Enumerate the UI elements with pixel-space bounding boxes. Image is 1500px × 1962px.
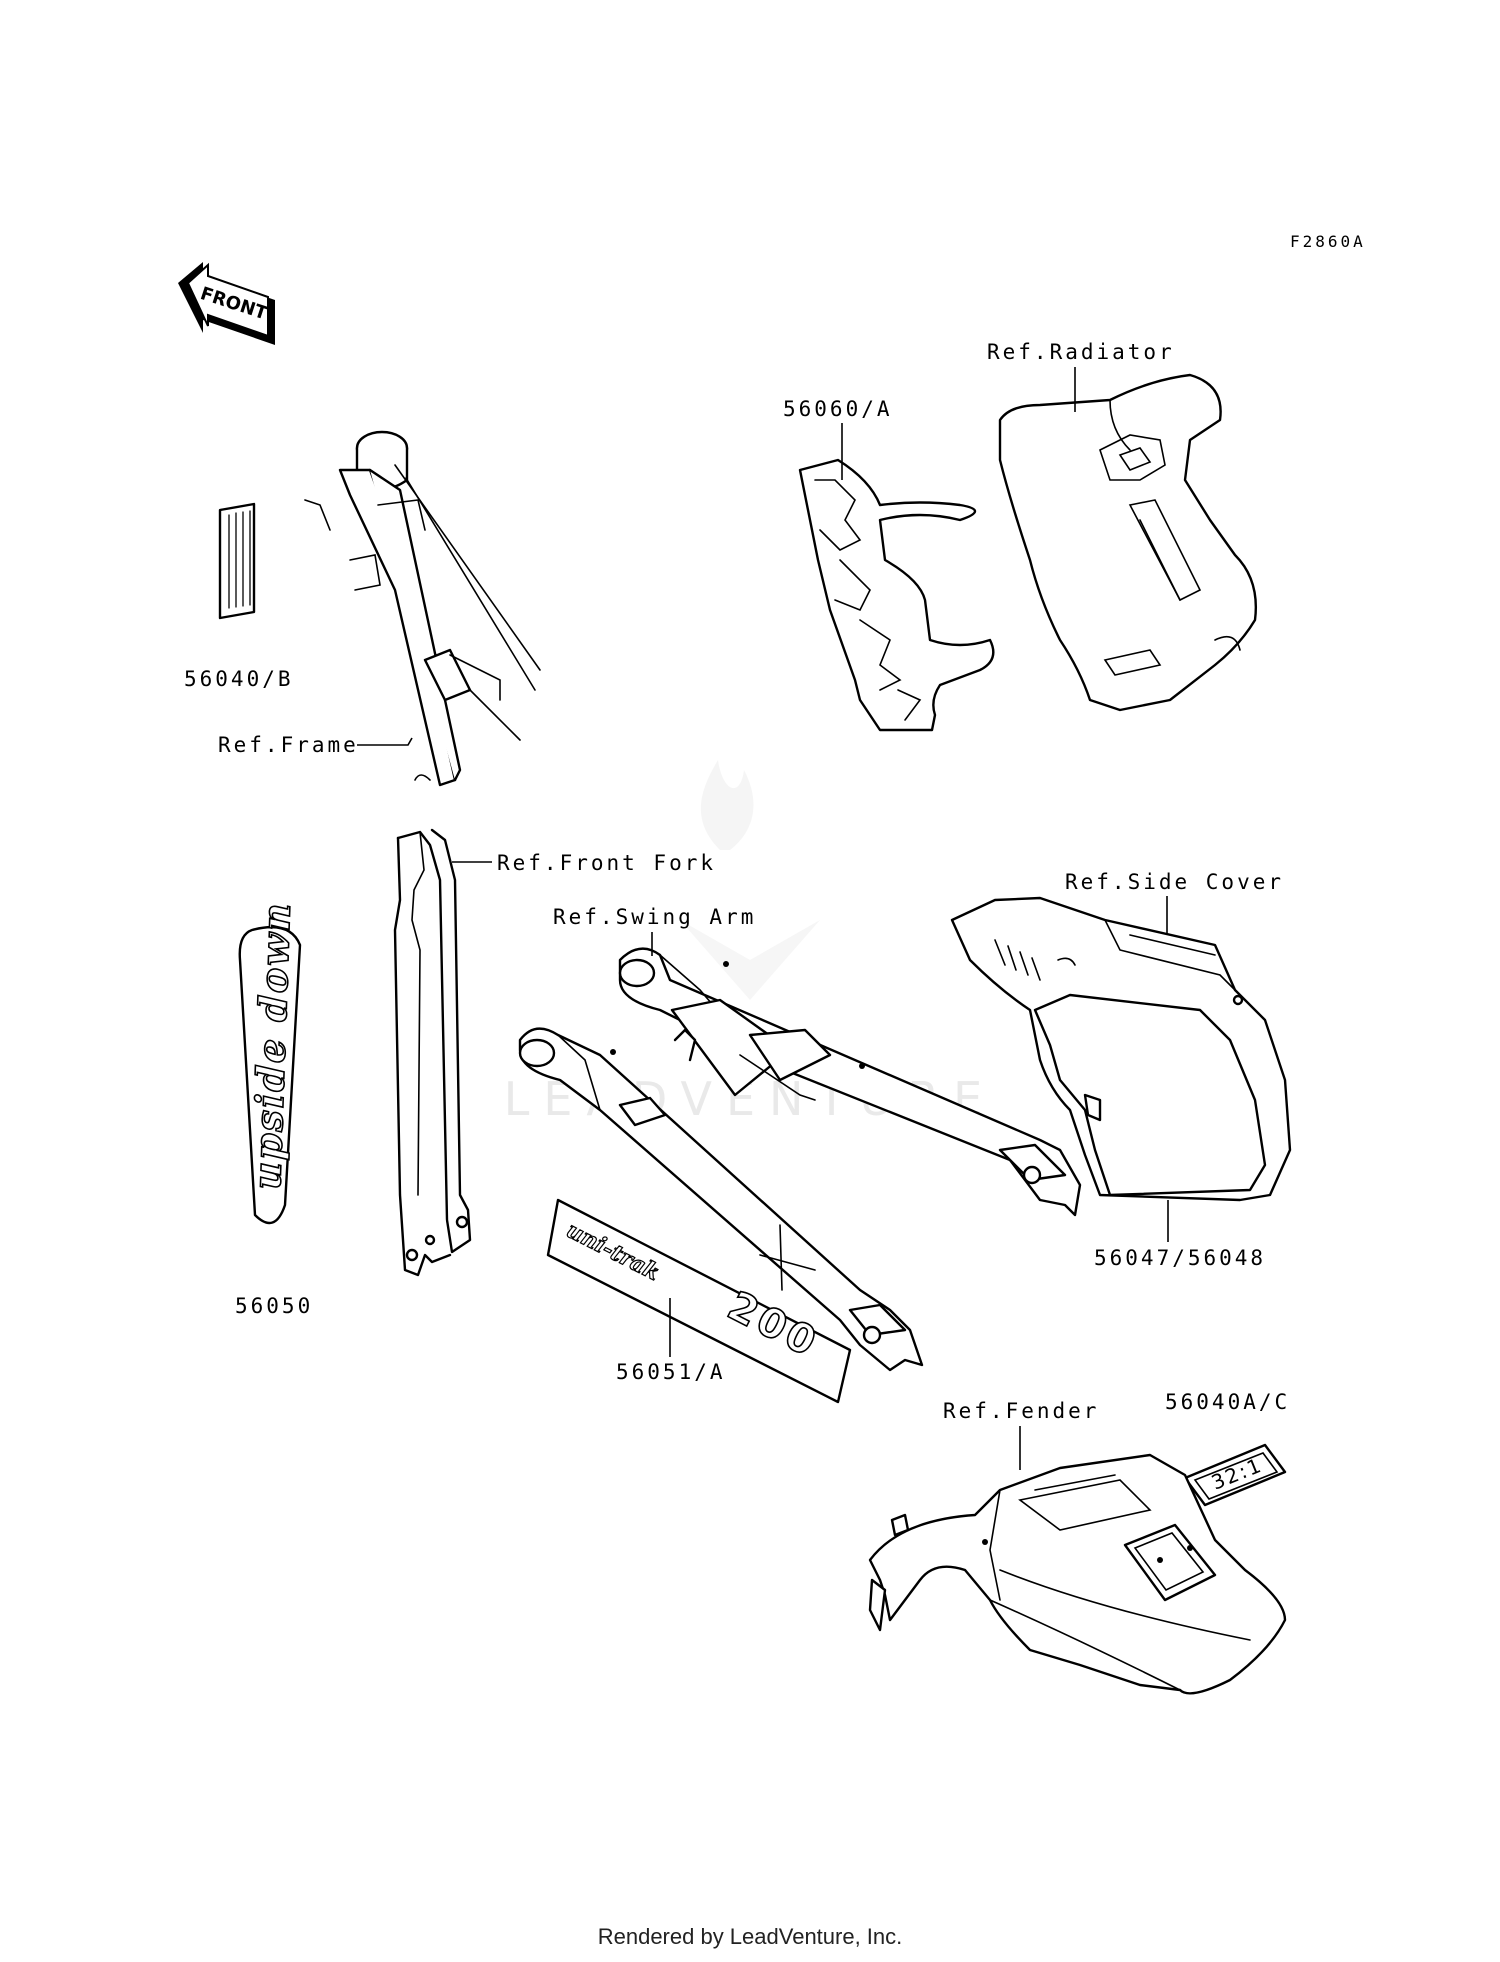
footer-credit: Rendered by LeadVenture, Inc.	[597, 1924, 903, 1949]
label-56040ac: 56040A/C	[1165, 1390, 1290, 1414]
side-cover-drawing	[950, 896, 1292, 1202]
rear-fender-drawing	[868, 1453, 1287, 1695]
frame-drawing	[304, 430, 541, 787]
swing-arm-drawing	[518, 947, 1082, 1372]
label-ref-side-cover: Ref.Side Cover	[1065, 870, 1284, 894]
label-56051a: 56051/A	[616, 1360, 726, 1384]
label-56060a: 56060/A	[783, 397, 893, 421]
svg-text:upside down: upside down	[244, 901, 299, 1191]
decal-56060a	[798, 458, 995, 732]
label-56040b: 56040/B	[184, 667, 294, 691]
decal-56040b	[218, 502, 256, 620]
watermark-logo	[680, 760, 820, 1000]
figure-code: F2860A	[1290, 232, 1366, 251]
front-arrow-icon: FRONT	[178, 262, 275, 345]
label-ref-swing-arm: Ref.Swing Arm	[553, 905, 756, 929]
decal-56040ac: 32:1	[1183, 1443, 1287, 1507]
decal-56050-upside-down: upside down	[238, 900, 302, 1225]
label-56047-56048: 56047/56048	[1094, 1246, 1266, 1270]
front-fork-guard-drawing	[393, 828, 472, 1277]
label-ref-fender: Ref.Fender	[943, 1399, 1099, 1423]
label-ref-front-fork: Ref.Front Fork	[497, 851, 716, 875]
label-ref-frame: Ref.Frame	[218, 733, 359, 757]
radiator-shroud-drawing	[998, 373, 1257, 712]
label-ref-radiator: Ref.Radiator	[987, 340, 1175, 364]
label-56050: 56050	[235, 1294, 313, 1318]
leader-frame	[357, 737, 413, 746]
